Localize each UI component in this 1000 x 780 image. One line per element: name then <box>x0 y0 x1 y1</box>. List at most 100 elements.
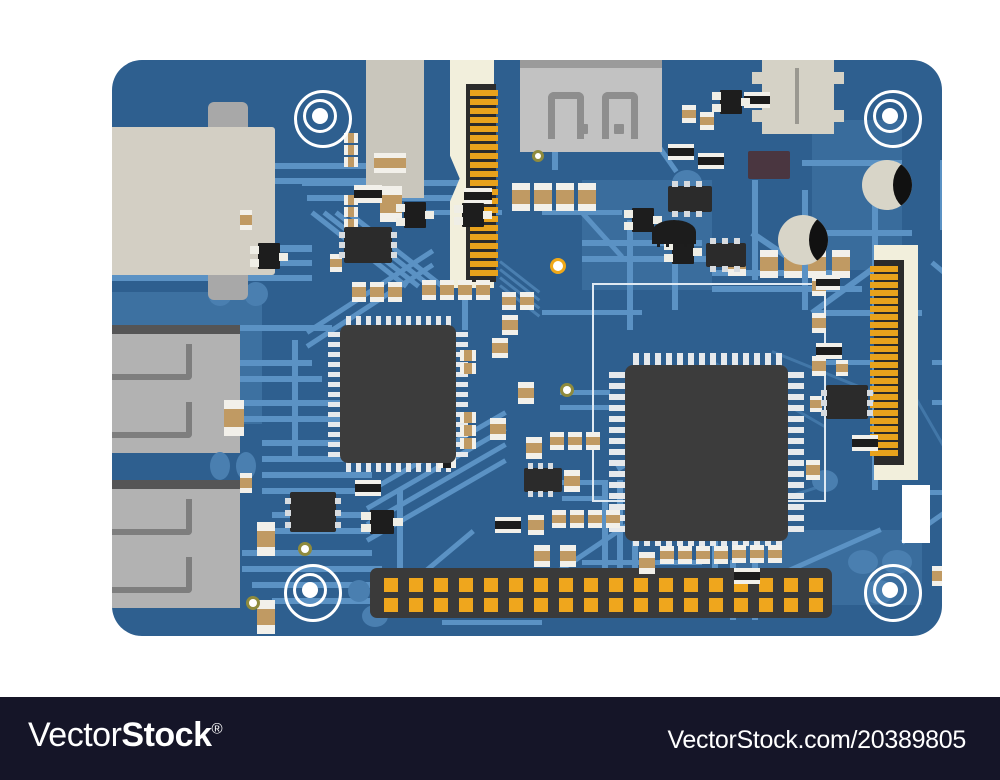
micro-usb-power-port[interactable] <box>762 60 834 134</box>
audio-jack-connector[interactable] <box>366 60 424 198</box>
goldpad-ribbon-2 <box>520 292 534 310</box>
usb-shield-pad-1 <box>210 452 230 480</box>
resistor-mid-5 <box>440 280 454 300</box>
soic-ic-center-mid <box>706 238 746 272</box>
printed-circuit-board <box>112 60 942 636</box>
goldpad-usb-1 <box>682 105 696 123</box>
trace-h-21 <box>242 416 372 422</box>
usb-a-port-lower[interactable] <box>112 480 240 608</box>
resistor-hdmi-3 <box>556 183 574 211</box>
resistor-right-4 <box>806 460 820 480</box>
resistor-mid-2 <box>370 282 384 302</box>
resistor-mid-28 <box>492 338 508 358</box>
trace-diag-19 <box>930 260 942 310</box>
resistor-mid-22 <box>588 510 602 528</box>
trace-h-34 <box>560 390 610 395</box>
trace-v-3 <box>672 220 678 310</box>
resistor-mid-6 <box>458 280 472 300</box>
via-olive-2 <box>298 542 312 556</box>
trace-v-4 <box>752 180 758 280</box>
copper-blob-10 <box>848 550 878 574</box>
resistor-tl-5 <box>344 207 358 217</box>
hdmi-contact-right <box>602 92 638 139</box>
resistor-mid-18 <box>586 432 600 450</box>
resistor-mid-26 <box>639 552 655 574</box>
micro-usb-ear-left-top <box>752 72 764 84</box>
vectorstock-url: VectorStock.com/20389805 <box>667 726 966 754</box>
trace-v-10 <box>617 480 623 590</box>
capacitor-1 <box>354 185 382 203</box>
resistor-right-3 <box>812 356 826 376</box>
capacitor-8 <box>852 435 878 451</box>
resistor-tl-11 <box>240 473 252 493</box>
trace-h-45 <box>212 325 332 331</box>
trace-h-10 <box>582 240 702 246</box>
transistor-2 <box>624 208 662 232</box>
gpio-pin-header[interactable] <box>370 568 832 618</box>
trace-h-24 <box>262 472 372 478</box>
resistor-tl-12 <box>257 522 275 556</box>
electrolytic-capacitor-lower <box>778 215 828 265</box>
logo-text-vector: Vector <box>28 716 122 754</box>
trace-h-35 <box>560 405 620 410</box>
trace-v-13 <box>940 160 942 230</box>
mounting-hole-bottom-right <box>864 564 922 622</box>
trace-h-13 <box>712 286 862 292</box>
resistor-tl-13 <box>240 210 252 230</box>
usb-a-port-upper[interactable] <box>112 325 240 453</box>
gpio-marker-pad <box>348 580 370 602</box>
trace-h-42 <box>442 620 542 625</box>
ethernet-rj45-port[interactable] <box>112 127 275 275</box>
trace-v-7 <box>292 340 298 460</box>
via-amber-1 <box>550 258 566 274</box>
resistor-hdmi-2 <box>534 183 552 211</box>
resistor-mid-23 <box>606 510 620 528</box>
resistor-mid-10 <box>460 412 476 423</box>
electrolytic-capacitor-upper <box>862 160 912 210</box>
usb-contact-lower-2 <box>112 557 192 593</box>
soic-ic-right <box>821 385 873 419</box>
capacitor-12 <box>744 92 770 108</box>
soic-ic-bottom-left <box>285 492 341 532</box>
goldpad-soc-3 <box>696 546 710 564</box>
silkscreen-rect-right <box>902 485 930 543</box>
goldpad-usb-2 <box>700 112 714 130</box>
transistor-3 <box>712 90 750 114</box>
hdmi-port[interactable] <box>520 60 662 152</box>
capacitor-13 <box>816 275 840 290</box>
mounting-hole-top-left <box>294 90 352 148</box>
registered-trademark-icon: ® <box>211 720 223 738</box>
goldpad-soc-4 <box>714 546 728 564</box>
trace-h-22 <box>262 440 372 446</box>
goldpad-right-1 <box>810 396 822 412</box>
resistor-mid-32 <box>768 545 782 563</box>
trace-h-36 <box>562 480 602 485</box>
soic-ic-center-top <box>668 181 712 217</box>
resistor-mid-30 <box>732 545 746 563</box>
half-round-component <box>652 220 696 247</box>
transistor-5 <box>250 243 288 269</box>
micro-usb-slot <box>795 68 799 124</box>
vectorstock-logo: VectorStock® <box>28 716 223 755</box>
resistor-mid-11 <box>460 425 476 436</box>
resistor-bl-1 <box>257 600 275 634</box>
resistor-mid-4 <box>422 280 436 300</box>
usb-contact-lower-1 <box>112 499 192 535</box>
soic-ic-upper-left <box>339 227 397 263</box>
resistor-tl-8 <box>374 153 406 173</box>
resistor-tl-6 <box>344 219 358 229</box>
main-processor-soc-qfp <box>625 365 788 541</box>
via-olive-3 <box>246 596 260 610</box>
goldpad-right-2 <box>836 360 848 376</box>
trace-h-11 <box>582 256 712 262</box>
resistor-mid-24 <box>534 545 550 567</box>
capacitor-9 <box>734 568 760 584</box>
micro-usb-ear-right-bottom <box>832 110 844 122</box>
goldpad-soc-1 <box>660 546 674 564</box>
secondary-controller-qfp <box>340 325 456 463</box>
resistor-hdmi-4 <box>578 183 596 211</box>
resistor-mid-12 <box>460 438 476 449</box>
trace-h-17 <box>812 310 922 316</box>
goldpad-soc-2 <box>678 546 692 564</box>
